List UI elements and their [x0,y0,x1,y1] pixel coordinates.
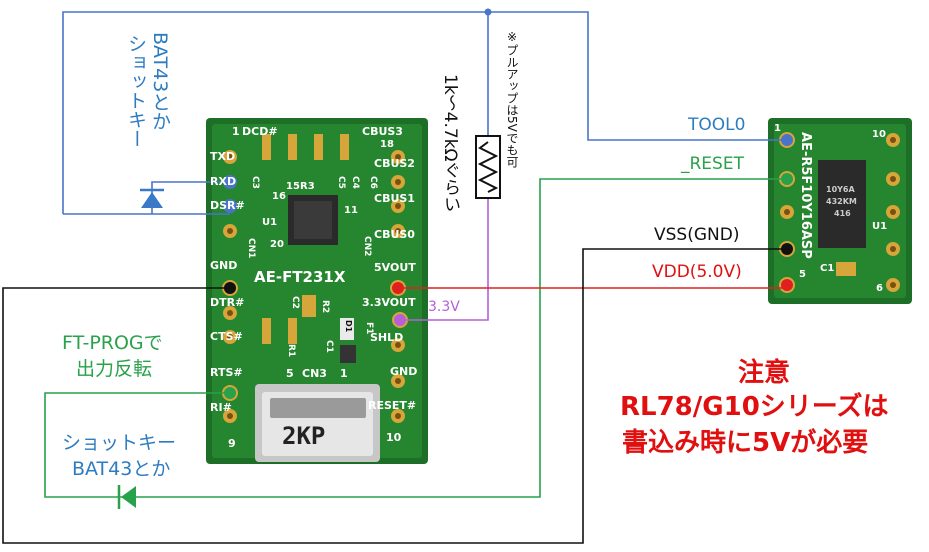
pin-label-cbus2: CBUS2 [374,157,415,170]
pin-label-rxd: RXD [210,175,237,188]
pin-label-dcd: DCD# [242,125,278,138]
silk-20: 20 [270,239,284,250]
pullup-note: ※プルアップは5Vでも可 [505,30,519,168]
silk-c4: C4 [350,176,360,189]
vdd-label: VDD(5.0V) [652,262,742,282]
ftprog-label-line1: FT-PROGで [62,332,163,354]
tool0-label: TOOL0 [688,115,746,135]
ft231x-board [206,118,428,464]
r5f10y16-board [768,118,912,304]
board-name-ft231x: AE-FT231X [254,268,346,286]
pin-label-rts: RTS# [210,366,243,379]
pin-label-reset: RESET# [368,399,417,412]
silk-c3: C3 [250,176,260,189]
warning-line3: 書込み時に5Vが必要 [622,428,869,458]
r5f-pin-6: 6 [876,283,883,294]
diode-top-icon [140,188,164,208]
schottky-bottom-label-line1: ショットキー [62,432,177,454]
silk-15: 15 [286,181,300,192]
ftprog-label-line2: 出力反転 [76,358,153,380]
ft231x-header-pads [262,134,349,344]
r5f-pin-10: 10 [872,129,886,140]
cable-mark: 2KP [282,422,326,450]
board-name-r5f: AE-R5F10Y16ASP [798,132,813,259]
schottky-bottom-label-line2: BAT43とか [72,458,171,480]
pin-label-5vout: 5VOUT [374,261,416,274]
purple-wire [400,198,489,321]
silk-cn1: CN1 [246,238,256,259]
pin-label-gnd-left: GND [210,259,238,272]
warning-line2: RL78/G10シリーズは [620,392,889,422]
r5f-chip-line3: 416 [834,209,851,218]
silk-r3: R3 [300,181,315,192]
pin-number-top-left: 1 [232,125,240,138]
pin-label-cbus1: CBUS1 [374,192,415,205]
schottky-top-label-line1: ショットキー [125,34,147,148]
pullup-resistor [475,8,501,199]
reset-label: _RESET [681,154,744,174]
silk-1: 1 [340,367,348,380]
pin-label-cbus3: CBUS3 [362,125,403,138]
resistor-value-label: 1k～4.7kΩぐらい [440,74,460,213]
black-wire [2,248,787,544]
silk-c5: C5 [336,176,346,189]
silk-r1: R1 [286,344,296,358]
r5f-silk-c1: C1 [820,263,835,274]
schottky-top-label-line2: BAT43とか [149,32,171,131]
silk-16: 16 [272,191,286,202]
silk-cn2: CN2 [362,236,372,257]
silk-c1: C1 [324,340,334,353]
pin-label-ri: RI# [210,401,232,414]
diode-bottom-icon [117,485,136,509]
v33-label: 3.3V [428,299,460,315]
silk-c6: C6 [368,176,378,189]
r5f-chip-line1: 10Y6A [826,185,855,194]
pin-label-shld: SHLD [370,331,404,344]
warning-title: 注意 [738,358,791,388]
pin-label-dsr: DSR# [210,199,245,212]
silk-d1: D1 [344,320,353,333]
silk-5: 5 [286,367,294,380]
r5f-chip [818,160,866,248]
silk-c2: C2 [290,296,300,309]
green-wire [44,178,787,498]
r5f-chip-line2: 432KM [826,197,857,206]
pin-label-3v3out: 3.3VOUT [362,296,416,309]
ft231x-pcb-inner [212,124,422,458]
vss-label: VSS(GND) [654,225,740,245]
component-r2 [302,295,316,317]
silk-11: 11 [344,205,358,216]
component-d1 [340,318,354,340]
r5f-silk-u1: U1 [872,221,888,232]
pin-label-txd: TXD [210,150,236,163]
pin-label-cbus0: CBUS0 [374,228,415,241]
pin-label-gnd-right: GND [390,365,418,378]
silk-r2: R2 [320,300,330,314]
component-f1 [340,345,356,363]
r5f-pin-1: 1 [774,123,781,134]
pin-number-bottom-left: 9 [228,437,236,450]
pin-label-cts: CTS# [210,330,243,343]
junction-dot [484,8,492,16]
silk-cn3: CN3 [302,367,327,380]
pin-number-top-right: 18 [380,139,394,150]
silk-u1: U1 [262,217,278,228]
pin-label-dtr: DTR# [210,296,245,309]
silk-f1: F1 [364,322,374,335]
pin-number-bottom-right: 10 [386,431,402,444]
r5f-pin-5: 5 [799,269,806,280]
